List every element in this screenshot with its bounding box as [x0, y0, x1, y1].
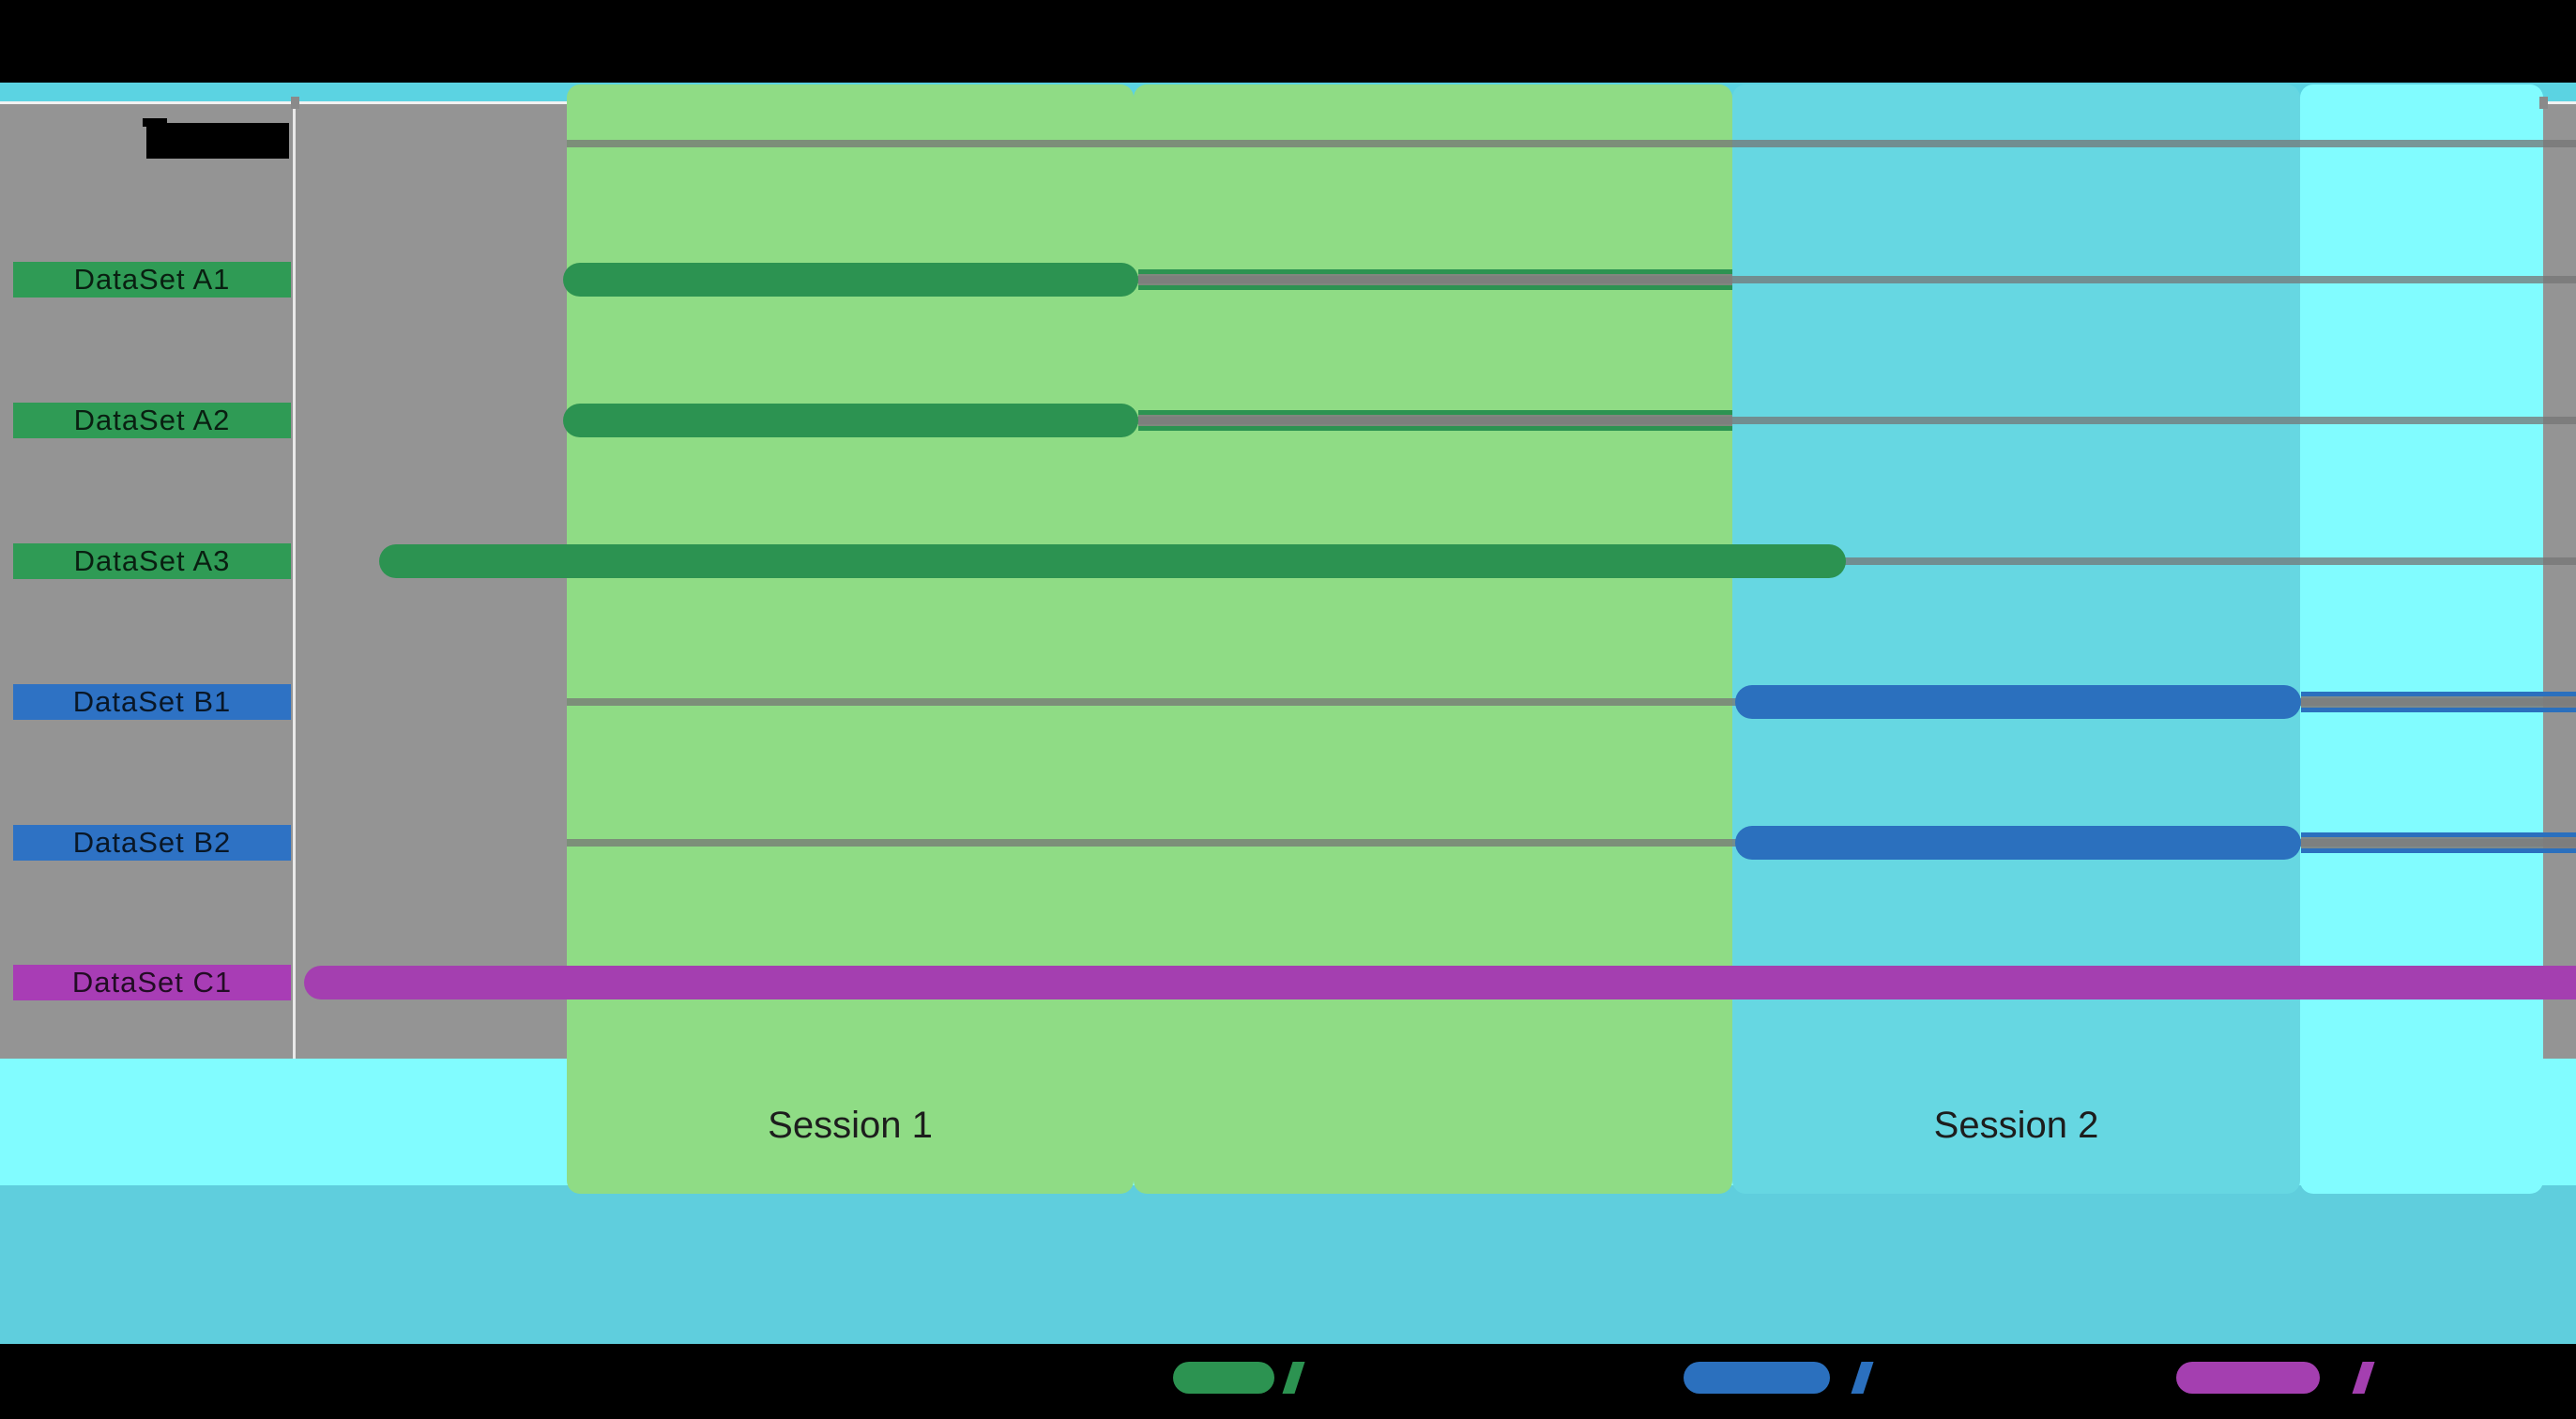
gantt-bar[interactable]	[1735, 826, 2301, 860]
session-band: Session 2	[1732, 84, 2300, 1194]
bar-remainder-track	[1138, 410, 1732, 431]
session-band: Session 1	[567, 84, 1134, 1194]
gantt-bar[interactable]	[563, 404, 1138, 437]
session-band	[1134, 84, 1732, 1194]
header-redaction-notch	[143, 118, 167, 127]
row-gridline	[567, 698, 2576, 706]
legend-swatch[interactable]	[1684, 1362, 1830, 1394]
gantt-bar[interactable]	[563, 263, 1138, 297]
row-label: DataSet B1	[13, 684, 291, 720]
row-label: DataSet A3	[13, 543, 291, 579]
session-label: Session 2	[1933, 1105, 2099, 1146]
session-label: Session 1	[768, 1105, 933, 1146]
row-gridline	[567, 140, 2576, 147]
row-gridline	[567, 839, 2576, 847]
row-label: DataSet B2	[13, 825, 291, 861]
bottom-cyan-band	[0, 1185, 2576, 1344]
row-label: DataSet A2	[13, 403, 291, 438]
bar-remainder-track	[2301, 692, 2576, 712]
column-header-redacted: T	[146, 123, 289, 159]
session-band	[2300, 84, 2543, 1194]
axis-tick	[2539, 97, 2548, 109]
legend-swatch[interactable]	[2176, 1362, 2320, 1394]
bar-remainder-track	[1138, 269, 1732, 290]
bar-remainder-track	[2301, 832, 2576, 853]
axis-tick	[291, 97, 299, 109]
label-column-divider	[293, 104, 296, 1059]
gantt-bar[interactable]	[1735, 685, 2301, 719]
top-black-bar	[0, 0, 2576, 83]
row-label: DataSet C1	[13, 965, 291, 1000]
legend-swatch[interactable]	[1173, 1362, 1274, 1394]
gantt-bar[interactable]	[304, 966, 2576, 999]
gantt-bar[interactable]	[379, 544, 1846, 578]
row-label: DataSet A1	[13, 262, 291, 298]
